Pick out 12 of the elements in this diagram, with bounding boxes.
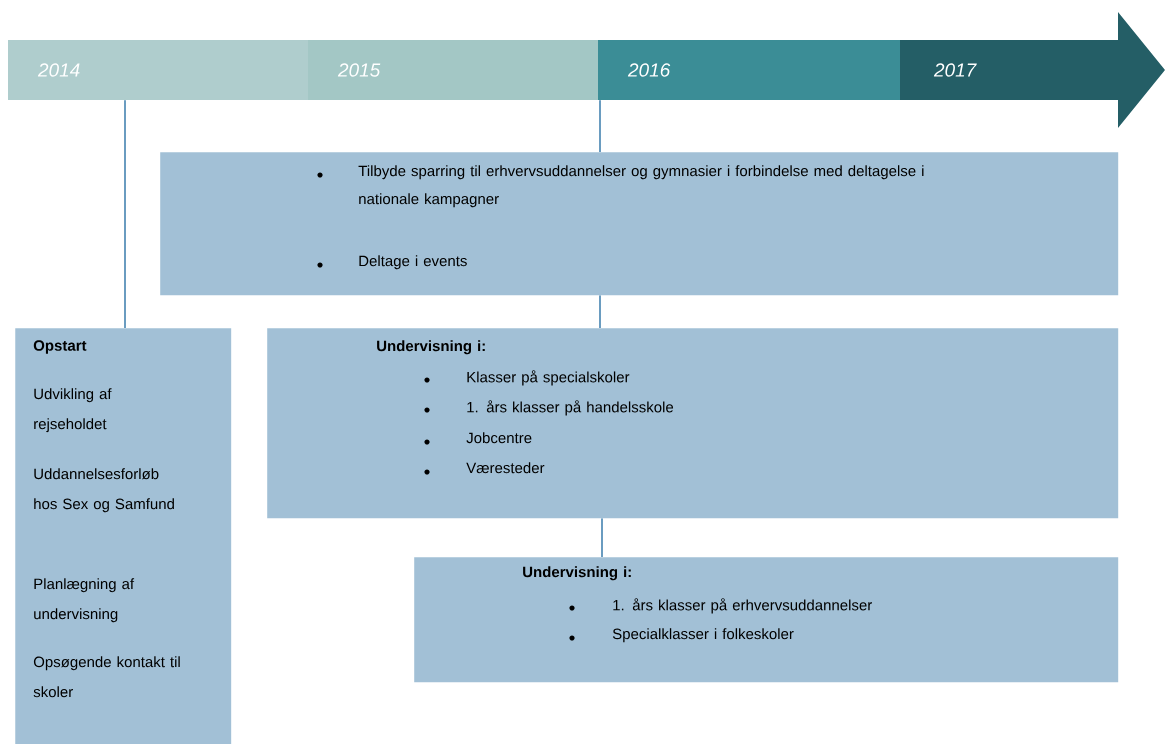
connector-line (601, 517, 603, 558)
text-box: Opstart Udvikling af rejseholdet Uddannelsesforløb hos Sex og Samfund Planlægning af undervisning Opsøgende kontakt til skoler (15, 328, 232, 744)
timeline-band: 2015 (308, 40, 598, 100)
connector-line (124, 99, 126, 329)
timeline-band: 2014 (8, 40, 308, 100)
text-box: Undervisning i: 1. års klasser på erhvervsuddannelser Specialklasser i folkeskoler (414, 557, 1119, 683)
connector-line (599, 99, 601, 153)
connector-line (599, 294, 601, 329)
timeline-band: 2016 (598, 40, 900, 100)
text-box: Undervisning i: Klasser på specialskoler 1. års klasser på handelsskole Jobcentre Væresteder (267, 328, 1119, 519)
text-box: Tilbyde sparring til erhvervsuddannelser og gymnasier i forbindelse med deltagelse i nationale kampagner Deltage i events (160, 152, 1119, 296)
timeline-band: 2017 (900, 12, 1165, 128)
